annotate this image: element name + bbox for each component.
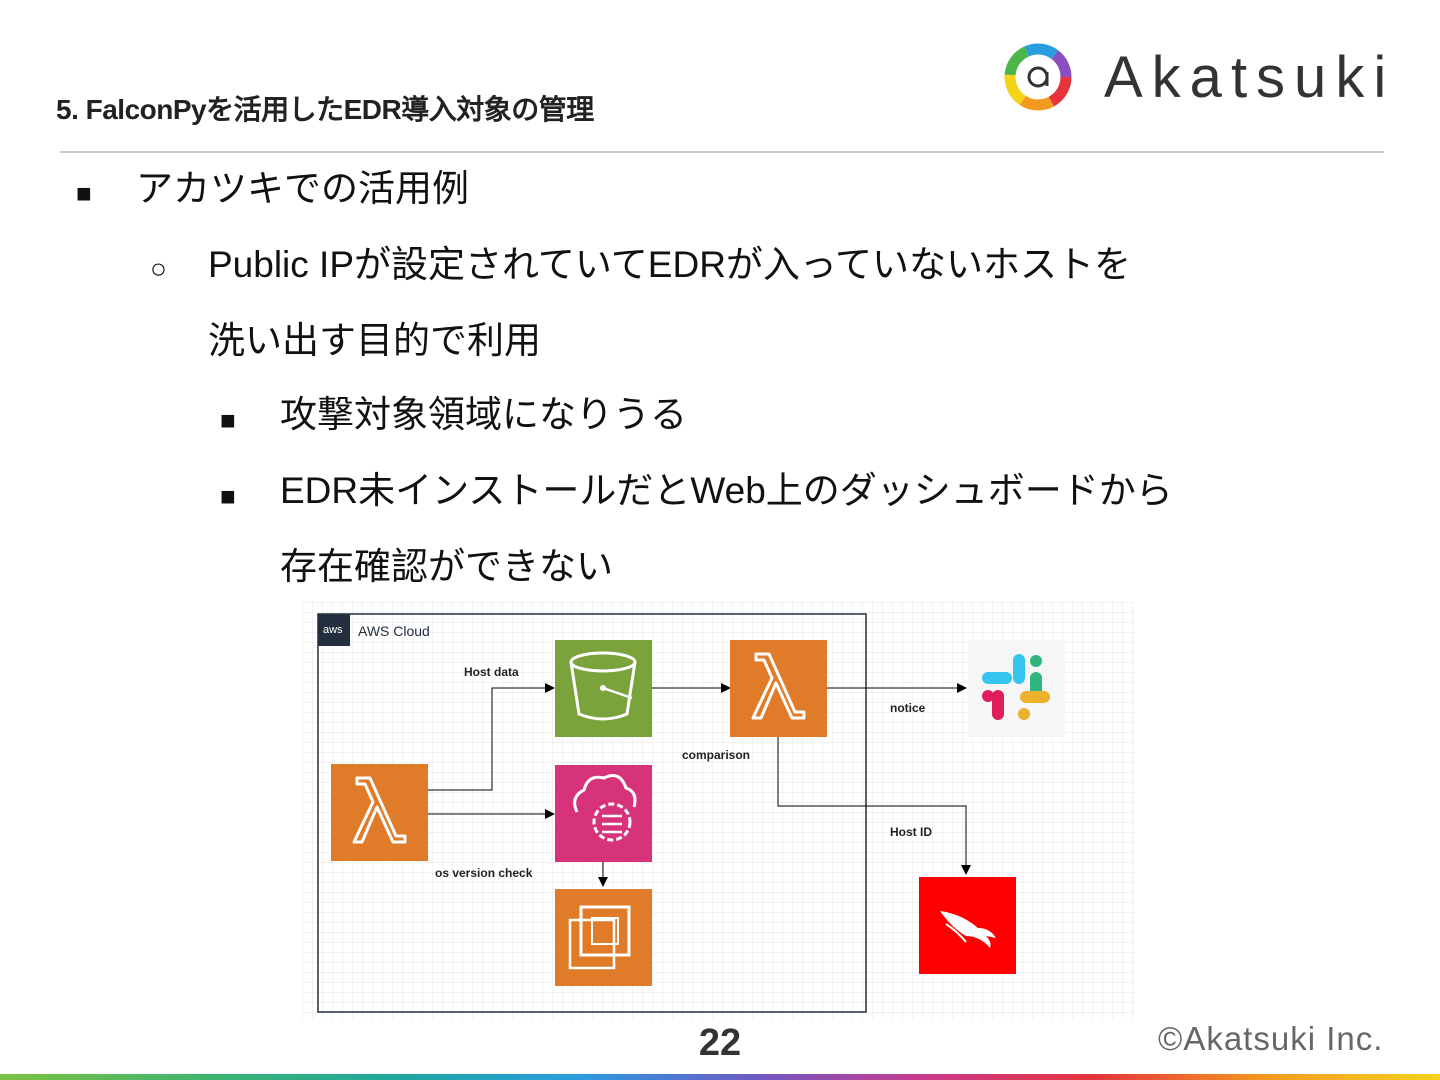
aws-cloud-label: AWS Cloud bbox=[358, 623, 430, 639]
s3-bucket-icon bbox=[555, 640, 652, 737]
bullet-marker-square: ■ bbox=[220, 481, 236, 511]
bullet-level3-item: EDR未インストールだとWeb上のダッシュボードから bbox=[280, 470, 1173, 511]
crowdstrike-falcon-icon bbox=[919, 877, 1016, 974]
bullet-marker-square: ■ bbox=[220, 405, 236, 435]
aws-cloud-group bbox=[317, 613, 867, 1013]
edge-host-id bbox=[777, 736, 971, 875]
label-host-id: Host ID bbox=[890, 825, 932, 839]
bullet-marker-circle: ○ bbox=[150, 253, 167, 284]
copyright-text: ©Akatsuki Inc. bbox=[1158, 1020, 1384, 1057]
footer-color-bar bbox=[0, 1074, 1440, 1080]
label-host-data: Host data bbox=[464, 665, 519, 679]
logo-wordmark: Akatsuki bbox=[1104, 45, 1396, 110]
aws-badge-icon bbox=[318, 614, 350, 646]
bullet-level3-item-continued: 存在確認ができない bbox=[280, 546, 613, 587]
company-logo: Akatsuki bbox=[1000, 40, 1392, 114]
architecture-diagram: aws AWS Cloud Host data comparison notic… bbox=[302, 602, 1134, 1020]
bullet-level2-line2: 洗い出す目的で利用 bbox=[208, 320, 541, 361]
akatsuki-logo-icon bbox=[1004, 43, 1072, 111]
bullet-level2-line1: Public IPが設定されていてEDRが入っていないホストを bbox=[208, 244, 1132, 285]
edge-host-data bbox=[428, 683, 555, 791]
lambda-icon bbox=[331, 764, 428, 861]
bullet-level1: アカツキでの活用例 bbox=[136, 168, 469, 209]
section-title: 5. FalconPyを活用したEDR導入対象の管理 bbox=[56, 94, 594, 125]
label-os-version-check: os version check bbox=[435, 866, 533, 880]
header-divider bbox=[60, 151, 1384, 153]
slack-icon bbox=[968, 640, 1065, 737]
ec2-icon bbox=[555, 889, 652, 986]
bullet-level3-item: 攻撃対象領域になりうる bbox=[280, 394, 687, 435]
page-number: 22 bbox=[698, 1022, 742, 1064]
systems-manager-icon bbox=[555, 765, 652, 862]
aws-badge-text: aws bbox=[323, 624, 343, 636]
lambda-icon bbox=[730, 640, 827, 737]
bullet-marker-square: ■ bbox=[76, 178, 92, 208]
label-comparison: comparison bbox=[682, 748, 750, 762]
label-notice: notice bbox=[890, 701, 926, 715]
